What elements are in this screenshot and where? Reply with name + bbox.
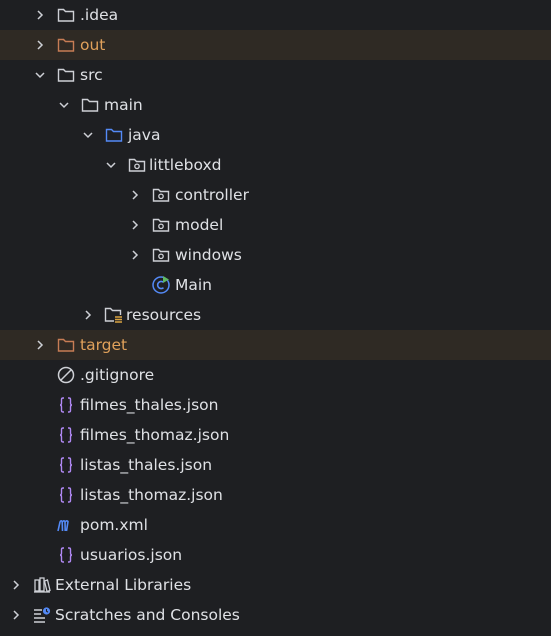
tree-item-controller[interactable]: controller: [0, 180, 551, 210]
chevron-down-icon[interactable]: [81, 128, 95, 142]
package-icon: [151, 245, 171, 265]
chevron-right-icon[interactable]: [81, 308, 95, 322]
tree-item-label: pom.xml: [80, 516, 148, 534]
tree-item-listas-thomaz[interactable]: listas_thomaz.json: [0, 480, 551, 510]
tree-item-label: src: [80, 66, 103, 84]
json-icon: [56, 485, 76, 505]
chevron-down-icon[interactable]: [57, 98, 71, 112]
package-icon: [151, 185, 171, 205]
tree-item-label: filmes_thales.json: [80, 396, 219, 414]
tree-item-resources[interactable]: resources: [0, 300, 551, 330]
chevron-down-icon[interactable]: [33, 68, 47, 82]
tree-item-target[interactable]: target: [0, 330, 551, 360]
maven-icon: [56, 515, 76, 535]
json-icon: [56, 395, 76, 415]
chevron-right-icon[interactable]: [33, 8, 47, 22]
source-folder-icon: [104, 125, 124, 145]
tree-item-label: External Libraries: [55, 576, 192, 594]
resources-folder-icon: [104, 305, 124, 325]
tree-item-java[interactable]: java: [0, 120, 551, 150]
tree-item-label: .idea: [80, 6, 119, 24]
excluded-folder-icon: [56, 35, 76, 55]
tree-item-listas-thales[interactable]: listas_thales.json: [0, 450, 551, 480]
tree-item-label: out: [80, 36, 106, 54]
scratches-icon: [32, 605, 52, 625]
chevron-right-icon[interactable]: [128, 218, 142, 232]
tree-item-model[interactable]: model: [0, 210, 551, 240]
chevron-right-icon[interactable]: [128, 248, 142, 262]
tree-item-scratches[interactable]: Scratches and Consoles: [0, 600, 551, 630]
tree-item-label: main: [104, 96, 143, 114]
tree-item-label: listas_thales.json: [80, 456, 213, 474]
tree-item-gitignore[interactable]: .gitignore: [0, 360, 551, 390]
java-class-run-icon: [151, 275, 171, 295]
tree-item-usuarios[interactable]: usuarios.json: [0, 540, 551, 570]
json-icon: [56, 455, 76, 475]
tree-item-label: filmes_thomaz.json: [80, 426, 230, 444]
package-icon: [127, 155, 147, 175]
tree-item-label: target: [80, 336, 128, 354]
json-icon: [56, 425, 76, 445]
library-icon: [32, 575, 52, 595]
tree-item-pom[interactable]: pom.xml: [0, 510, 551, 540]
tree-item-label: controller: [175, 186, 249, 204]
chevron-right-icon[interactable]: [9, 608, 23, 622]
chevron-right-icon[interactable]: [128, 188, 142, 202]
tree-item-label: listas_thomaz.json: [80, 486, 223, 504]
folder-icon: [56, 65, 76, 85]
gitignore-icon: [56, 365, 76, 385]
tree-item-windows[interactable]: windows: [0, 240, 551, 270]
tree-item-label: java: [128, 126, 161, 144]
excluded-folder-icon: [56, 335, 76, 355]
tree-item-filmes-thomaz[interactable]: filmes_thomaz.json: [0, 420, 551, 450]
tree-item-main[interactable]: main: [0, 90, 551, 120]
package-icon: [151, 215, 171, 235]
tree-item-label: windows: [175, 246, 242, 264]
tree-item-external-libraries[interactable]: External Libraries: [0, 570, 551, 600]
tree-item-label: usuarios.json: [80, 546, 183, 564]
tree-item-main-class[interactable]: Main: [0, 270, 551, 300]
chevron-down-icon[interactable]: [104, 158, 118, 172]
tree-item-label: resources: [126, 306, 202, 324]
tree-item-label: model: [175, 216, 224, 234]
tree-item-label: Scratches and Consoles: [55, 606, 240, 624]
folder-icon: [80, 95, 100, 115]
tree-item-idea[interactable]: .idea: [0, 0, 551, 30]
tree-item-out[interactable]: out: [0, 30, 551, 60]
tree-item-label: .gitignore: [80, 366, 155, 384]
chevron-right-icon[interactable]: [9, 578, 23, 592]
tree-item-filmes-thales[interactable]: filmes_thales.json: [0, 390, 551, 420]
tree-item-src[interactable]: src: [0, 60, 551, 90]
tree-item-label: Main: [175, 276, 213, 294]
json-icon: [56, 545, 76, 565]
folder-icon: [56, 5, 76, 25]
chevron-right-icon[interactable]: [33, 38, 47, 52]
tree-item-label: littleboxd: [149, 156, 222, 174]
chevron-right-icon[interactable]: [33, 338, 47, 352]
tree-item-littleboxd[interactable]: littleboxd: [0, 150, 551, 180]
